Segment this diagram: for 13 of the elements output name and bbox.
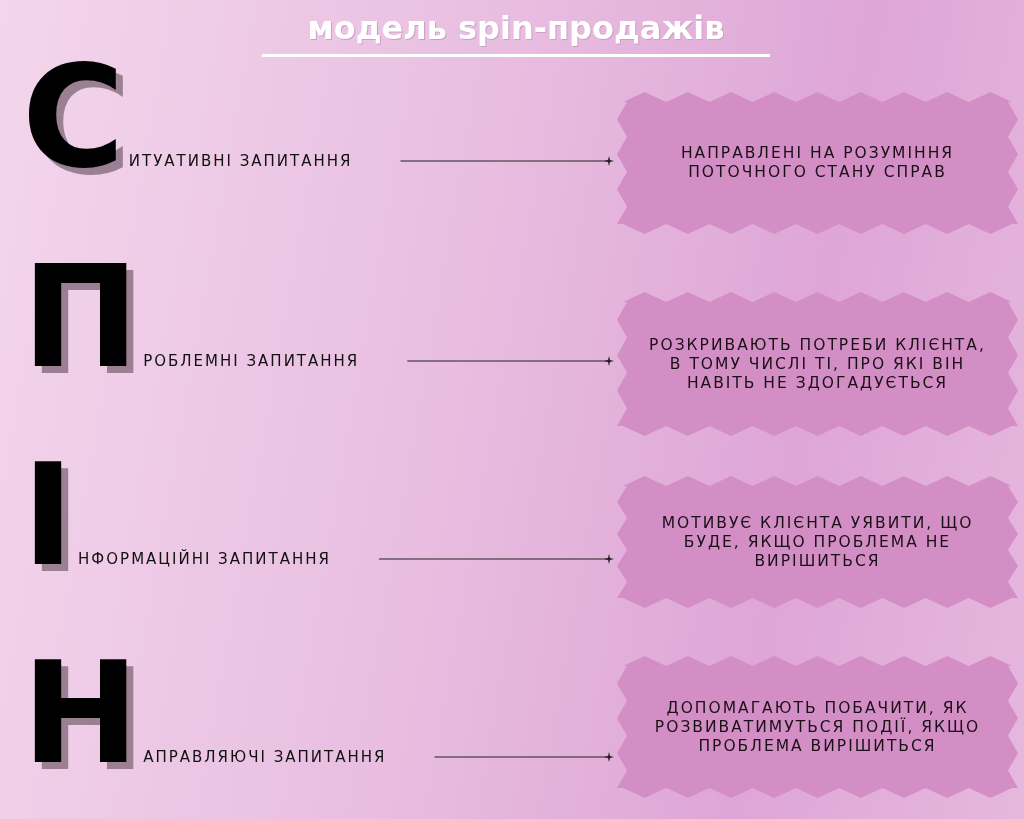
question-type-label: НФОРМАЦІЙНІ ЗАПИТАННЯ [78,550,331,568]
description-text: НАПРАВЛЕНІ НА РОЗУМІННЯ ПОТОЧНОГО СТАНУ СПРАВ [679,144,956,182]
description-text: ДОПОМАГАЮТЬ ПОБАЧИТИ, ЯК РОЗВИВАТИМУТЬСЯ ПОДІЇ, ЯКЩО ПРОБЛЕМА ВИРІШИТЬСЯ [653,698,982,756]
description-text: РОЗКРИВАЮТЬ ПОТРЕБИ КЛІЄНТА, В ТОМУ ЧИСЛІ ТІ, ПРО ЯКІ ВІН НАВІТЬ НЕ ЗДОГАДУЄТЬСЯ [649,335,986,393]
initial-letter: І [22,460,75,572]
initial-letter: Н [22,658,140,770]
description-text: МОТИВУЄ КЛІЄНТА УЯВИТИ, ЩО БУДЕ, ЯКЩО ПРОБЛЕМА НЕ ВИРІШИТЬСЯ [660,513,975,571]
title: модель spin-продажів [306,8,726,48]
initial-letter: П [22,262,140,374]
initial-letter: С [22,62,125,174]
question-type-label: АПРАВЛЯЮЧІ ЗАПИТАННЯ [143,748,387,766]
question-type-label: РОБЛЕМНІ ЗАПИТАННЯ [143,352,360,370]
question-type-label: ИТУАТИВНІ ЗАПИТАННЯ [128,152,353,170]
